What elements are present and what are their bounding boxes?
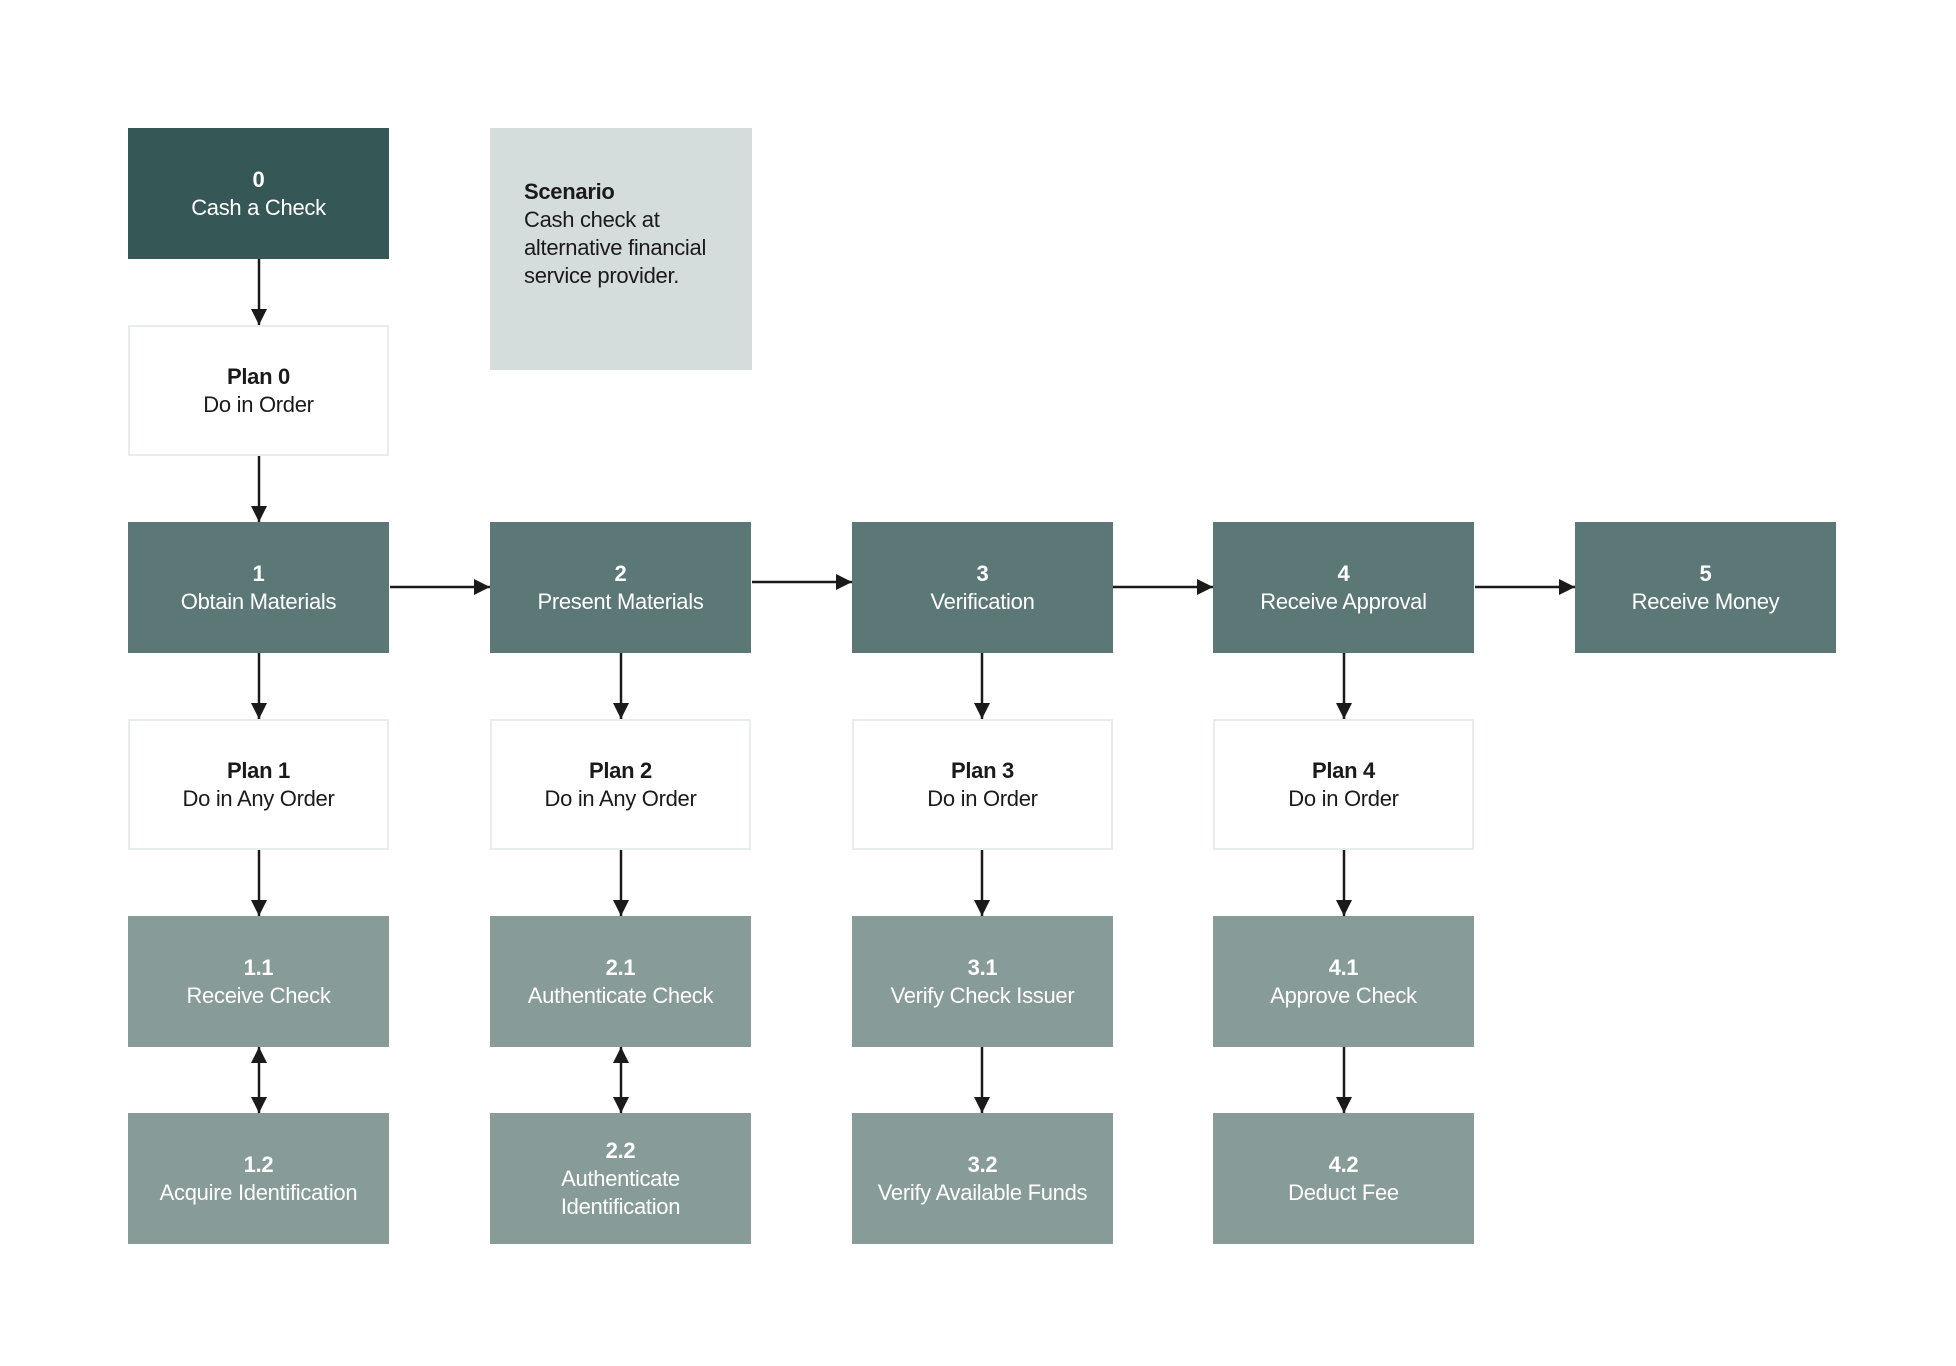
task-label: Deduct Fee <box>1288 1179 1399 1205</box>
plan-label: Do in Order <box>927 785 1038 811</box>
plan-node-4: Plan 4 Do in Order <box>1213 719 1474 850</box>
task-node-0: 0 Cash a Check <box>128 128 389 259</box>
subtask-node-4-1: 4.1 Approve Check <box>1213 916 1474 1047</box>
task-number: 3 <box>976 560 989 586</box>
plan-label: Do in Order <box>203 391 314 417</box>
task-number: 4.2 <box>1328 1151 1359 1177</box>
plan-node-1: Plan 1 Do in Any Order <box>128 719 389 850</box>
task-label: Authenticate Check <box>527 982 714 1008</box>
task-number: 0 <box>252 166 265 192</box>
task-number: 4.1 <box>1328 954 1359 980</box>
task-number: 1.2 <box>243 1151 274 1177</box>
task-number: 2.1 <box>605 954 636 980</box>
plan-title: Plan 2 <box>588 757 652 783</box>
plan-label: Do in Any Order <box>544 785 697 811</box>
task-number: 5 <box>1699 560 1712 586</box>
subtask-node-3-2: 3.2 Verify Available Funds <box>852 1113 1113 1244</box>
task-label: Cash a Check <box>191 194 326 220</box>
task-number: 2 <box>614 560 627 586</box>
task-number: 1 <box>252 560 265 586</box>
plan-title: Plan 4 <box>1311 757 1375 783</box>
task-label: Verify Available Funds <box>877 1179 1088 1205</box>
task-number: 4 <box>1337 560 1350 586</box>
task-label: Approve Check <box>1270 982 1417 1008</box>
task-number: 1.1 <box>243 954 274 980</box>
subtask-node-1-1: 1.1 Receive Check <box>128 916 389 1047</box>
scenario-note: Scenario Cash check at alternative finan… <box>490 128 752 370</box>
task-number: 3.1 <box>967 954 998 980</box>
task-label: Receive Approval <box>1260 588 1427 614</box>
task-node-2: 2 Present Materials <box>490 522 751 653</box>
task-node-3: 3 Verification <box>852 522 1113 653</box>
task-label: Acquire Identification <box>159 1179 358 1205</box>
task-number: 3.2 <box>967 1151 998 1177</box>
plan-title: Plan 3 <box>950 757 1014 783</box>
task-node-4: 4 Receive Approval <box>1213 522 1474 653</box>
plan-title: Plan 0 <box>226 363 290 389</box>
plan-label: Do in Order <box>1288 785 1399 811</box>
plan-node-0: Plan 0 Do in Order <box>128 325 389 456</box>
plan-title: Plan 1 <box>226 757 290 783</box>
subtask-node-3-1: 3.1 Verify Check Issuer <box>852 916 1113 1047</box>
task-label: Obtain Materials <box>180 588 337 614</box>
plan-label: Do in Any Order <box>182 785 335 811</box>
scenario-text: Cash check at alternative financial serv… <box>524 207 707 288</box>
task-node-5: 5 Receive Money <box>1575 522 1836 653</box>
scenario-title: Scenario <box>524 179 615 204</box>
plan-node-3: Plan 3 Do in Order <box>852 719 1113 850</box>
subtask-node-2-1: 2.1 Authenticate Check <box>490 916 751 1047</box>
task-label: Verify Check Issuer <box>890 982 1075 1008</box>
task-label: Verification <box>930 588 1035 614</box>
task-label: Receive Check <box>186 982 331 1008</box>
subtask-node-1-2: 1.2 Acquire Identification <box>128 1113 389 1244</box>
task-label: Authenticate Identification <box>560 1165 681 1219</box>
task-label: Present Materials <box>537 588 704 614</box>
subtask-node-4-2: 4.2 Deduct Fee <box>1213 1113 1474 1244</box>
task-label: Receive Money <box>1631 588 1780 614</box>
task-number: 2.2 <box>605 1137 636 1163</box>
plan-node-2: Plan 2 Do in Any Order <box>490 719 751 850</box>
task-node-1: 1 Obtain Materials <box>128 522 389 653</box>
subtask-node-2-2: 2.2 Authenticate Identification <box>490 1113 751 1244</box>
